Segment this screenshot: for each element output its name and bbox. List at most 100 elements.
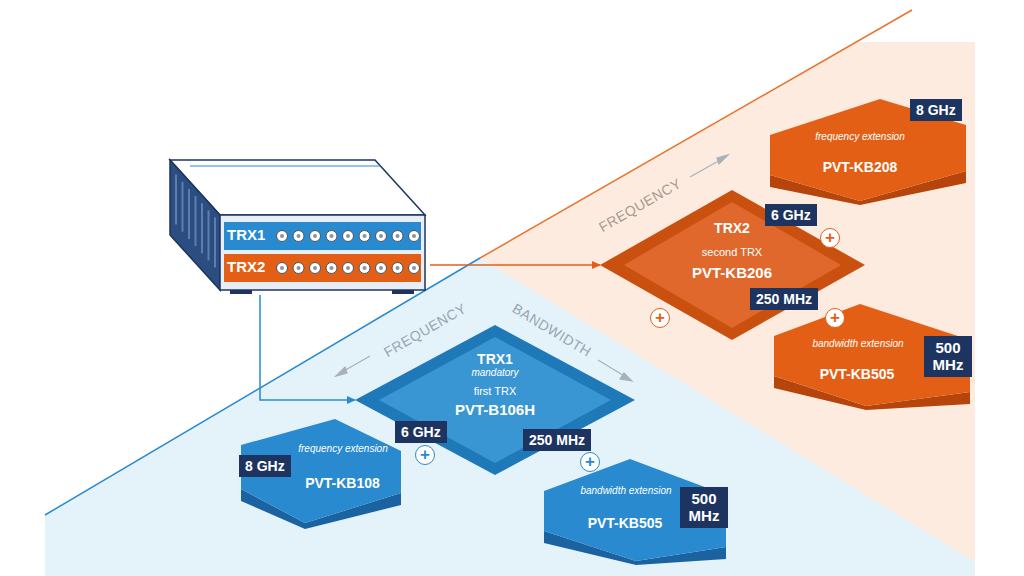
instrument-box: TRX1TRX2 xyxy=(130,120,430,295)
vent-slot xyxy=(188,189,190,239)
spec-tag: 8 GHz xyxy=(239,455,291,477)
extension-module: bandwidth extensionPVT-KB505 500 MHz xyxy=(770,300,975,410)
rf-port-pin xyxy=(330,266,334,270)
rf-port-pin xyxy=(396,266,400,270)
plus-sign: + xyxy=(415,445,435,465)
device-foot xyxy=(392,290,414,294)
plus-sign: + xyxy=(820,228,840,248)
spec-value: 500 MHz xyxy=(682,490,726,525)
signal-connector xyxy=(260,295,355,400)
module-caption: first TRX xyxy=(425,385,565,398)
part-number: PVT-KB108 xyxy=(290,475,395,491)
rf-port xyxy=(359,231,370,242)
plus-sign: + xyxy=(580,452,600,472)
module-caption: frequency extension xyxy=(810,131,910,143)
rf-port xyxy=(326,231,337,242)
rf-port-pin xyxy=(280,234,284,238)
spec-value: 500 MHz xyxy=(926,339,970,374)
vent-slot xyxy=(201,203,203,253)
rf-port-pin xyxy=(330,234,334,238)
rf-port xyxy=(409,263,420,274)
spec-tag: 250 MHz xyxy=(523,429,591,451)
spec-value: 250 MHz xyxy=(529,432,585,448)
rf-port xyxy=(326,263,337,274)
vent-slot xyxy=(195,196,197,246)
part-number: PVT-KB505 xyxy=(802,366,912,382)
vent-slot xyxy=(182,182,184,232)
module-caption: mandatory xyxy=(425,367,565,379)
device-edge xyxy=(190,166,380,167)
vent-slot xyxy=(175,175,177,225)
rf-port-pin xyxy=(363,234,367,238)
spec-tag: 250 MHz xyxy=(750,288,818,310)
rf-port xyxy=(293,263,304,274)
rf-port-pin xyxy=(396,234,400,238)
port-strip xyxy=(224,222,421,250)
spec-value: 6 GHz xyxy=(771,207,811,223)
bandwidth-frequency-ground-orange xyxy=(480,42,975,562)
rf-port xyxy=(310,231,321,242)
rf-port-pin xyxy=(346,266,350,270)
extension-module: frequency extensionPVT-KB1088 GHz xyxy=(235,415,405,530)
spec-tag: 500 MHz xyxy=(924,336,972,377)
extension-module: frequency extensionPVT-KB208 8 GHz xyxy=(760,95,970,205)
spec-tag: 8 GHz xyxy=(910,99,962,121)
rf-port xyxy=(293,231,304,242)
spec-tag: 500 MHz xyxy=(680,487,728,528)
part-number: PVT-B106H xyxy=(425,401,565,418)
vent-slot xyxy=(214,218,216,268)
part-number: PVT-KB208 xyxy=(805,159,915,175)
plus-sign: + xyxy=(650,308,670,328)
rf-port xyxy=(392,231,403,242)
rf-port-pin xyxy=(297,234,301,238)
rf-port-pin xyxy=(363,266,367,270)
rf-port xyxy=(277,263,288,274)
rf-port xyxy=(392,263,403,274)
channel-name: TRX2 xyxy=(227,258,271,275)
module-face xyxy=(379,337,611,463)
plus-sign: + xyxy=(825,308,845,328)
module-face xyxy=(624,202,841,328)
part-number: PVT-KB505 xyxy=(570,515,680,531)
module-caption: second TRX xyxy=(662,246,802,259)
module-caption: bandwidth extension xyxy=(808,338,908,350)
rf-port-pin xyxy=(346,234,350,238)
port-strip xyxy=(224,254,421,282)
module-caption: bandwidth extension xyxy=(576,485,676,497)
rf-port-pin xyxy=(412,234,416,238)
signal-connector xyxy=(430,264,600,266)
module-face xyxy=(770,99,966,201)
rf-port xyxy=(277,231,288,242)
spec-value: 8 GHz xyxy=(916,102,956,118)
rf-port-pin xyxy=(297,266,301,270)
rf-port xyxy=(310,263,321,274)
rf-port-pin xyxy=(313,234,317,238)
rf-port-pin xyxy=(379,234,383,238)
rf-port-pin xyxy=(412,266,416,270)
module-face xyxy=(774,304,970,406)
device-foot xyxy=(230,290,252,294)
part-number: TRX1 xyxy=(425,351,565,367)
rf-port xyxy=(409,231,420,242)
spec-value: 8 GHz xyxy=(245,458,285,474)
module-face xyxy=(544,459,726,561)
extension-module: bandwidth extensionPVT-KB505500 MHz xyxy=(540,455,730,565)
spec-value: 250 MHz xyxy=(756,291,812,307)
spec-value: 6 GHz xyxy=(401,424,441,440)
front-panel xyxy=(220,215,425,290)
device-side xyxy=(170,160,220,290)
rf-port-pin xyxy=(313,266,317,270)
module-face xyxy=(241,419,401,523)
part-number: PVT-KB206 xyxy=(662,264,802,281)
spec-tag: 6 GHz xyxy=(395,421,447,443)
rf-port xyxy=(343,231,354,242)
vent-slot xyxy=(208,210,210,260)
spec-tag: 6 GHz xyxy=(765,204,817,226)
rf-port-pin xyxy=(379,266,383,270)
channel-name: TRX1 xyxy=(227,226,271,243)
rf-port xyxy=(359,263,370,274)
device-shape xyxy=(130,120,430,295)
